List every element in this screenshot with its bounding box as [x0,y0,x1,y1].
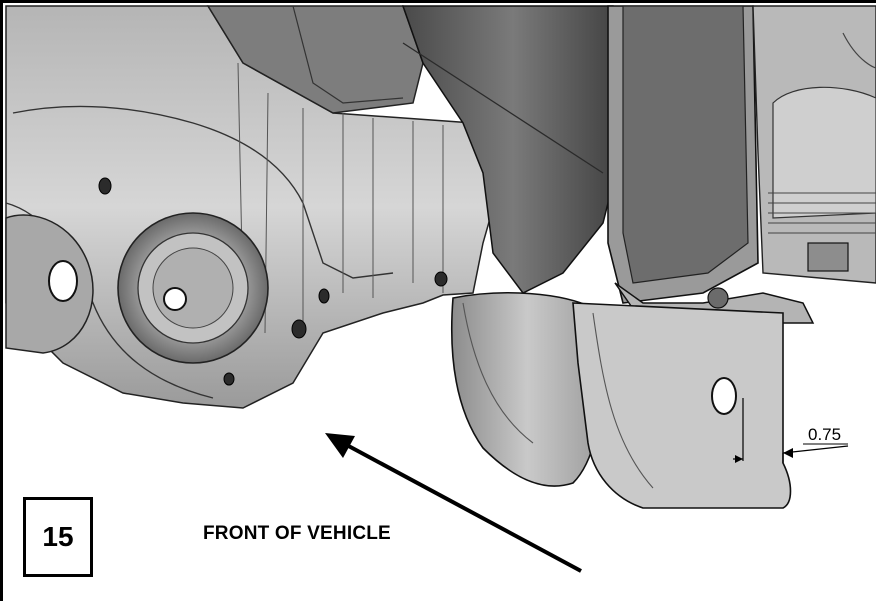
front-of-vehicle-label: FRONT OF VEHICLE [203,523,391,544]
step-number-box: 15 [23,497,93,577]
dimension-callout: 0.75 [733,398,849,463]
front-direction-arrow [325,433,582,573]
mount-boss [117,212,269,364]
tow-loop-bracket [5,214,94,354]
cad-drawing: 0.75 [5,5,876,573]
skid-plate-left [450,292,604,487]
dimension-value: 0.75 [808,425,841,444]
step-number: 15 [42,521,74,552]
vertical-channel [607,5,815,324]
shock-assembly [752,5,876,284]
skid-plate-right [572,302,792,509]
